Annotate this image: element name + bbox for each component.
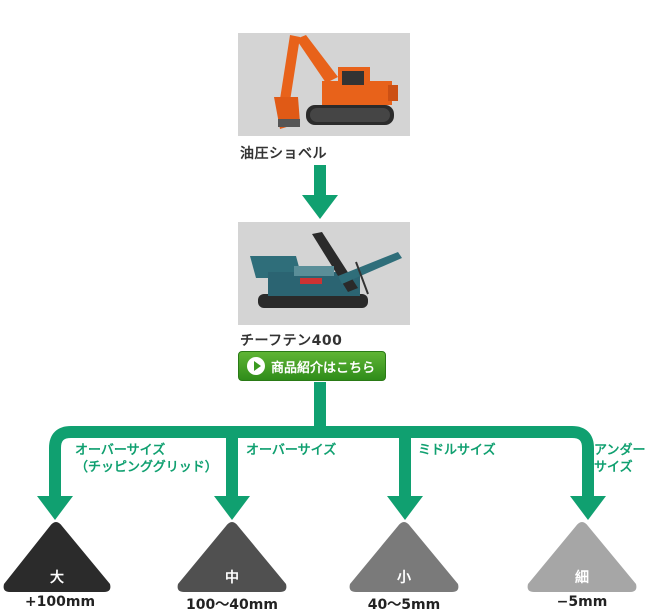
chieftain-photo bbox=[238, 222, 410, 325]
size-large: +100mm bbox=[24, 594, 96, 610]
pile-label-medium: 中 bbox=[225, 570, 239, 586]
pile-large bbox=[3, 522, 111, 592]
branch-label-1-line2: （チッピンググリッド） bbox=[75, 460, 218, 475]
pile-medium bbox=[177, 522, 287, 592]
size-medium: 100〜40mm bbox=[186, 597, 278, 613]
branch-label-4-line2: サイズ bbox=[594, 460, 633, 475]
size-small: 40〜5mm bbox=[367, 597, 441, 613]
product-info-button-label: 商品紹介はこちら bbox=[271, 360, 376, 376]
excavator-caption: 油圧ショベル bbox=[240, 146, 327, 162]
pile-label-large: 大 bbox=[50, 570, 64, 586]
branch-label-3: ミドルサイズ bbox=[418, 442, 496, 459]
excavator-photo bbox=[238, 33, 410, 136]
play-icon bbox=[247, 357, 265, 375]
branch-label-1-line1: オーバーサイズ bbox=[75, 443, 166, 458]
branch-label-2: オーバーサイズ bbox=[246, 442, 336, 459]
arrowhead-3 bbox=[387, 496, 423, 520]
branch-label-1: オーバーサイズ （チッピンググリッド） bbox=[75, 442, 218, 476]
arrow-down-1 bbox=[302, 165, 338, 219]
arrowhead-1 bbox=[37, 496, 73, 520]
branch-label-4-line1: アンダー bbox=[594, 443, 646, 458]
pile-label-fine: 細 bbox=[575, 570, 589, 586]
chieftain-caption: チーフテン400 bbox=[240, 333, 343, 349]
branch-label-2-line1: オーバーサイズ bbox=[246, 443, 337, 458]
excavator-illustration bbox=[274, 35, 398, 129]
pile-small bbox=[349, 522, 459, 592]
pile-fine bbox=[527, 522, 637, 592]
product-info-button[interactable]: 商品紹介はこちら bbox=[238, 351, 386, 381]
branch-label-4: アンダー サイズ bbox=[594, 442, 645, 476]
size-fine: −5mm bbox=[556, 594, 608, 610]
pile-label-small: 小 bbox=[397, 570, 411, 586]
arrowhead-2 bbox=[214, 496, 250, 520]
arrowhead-4 bbox=[570, 496, 606, 520]
screener-illustration bbox=[250, 232, 402, 308]
branch-label-3-line1: ミドルサイズ bbox=[418, 443, 496, 458]
